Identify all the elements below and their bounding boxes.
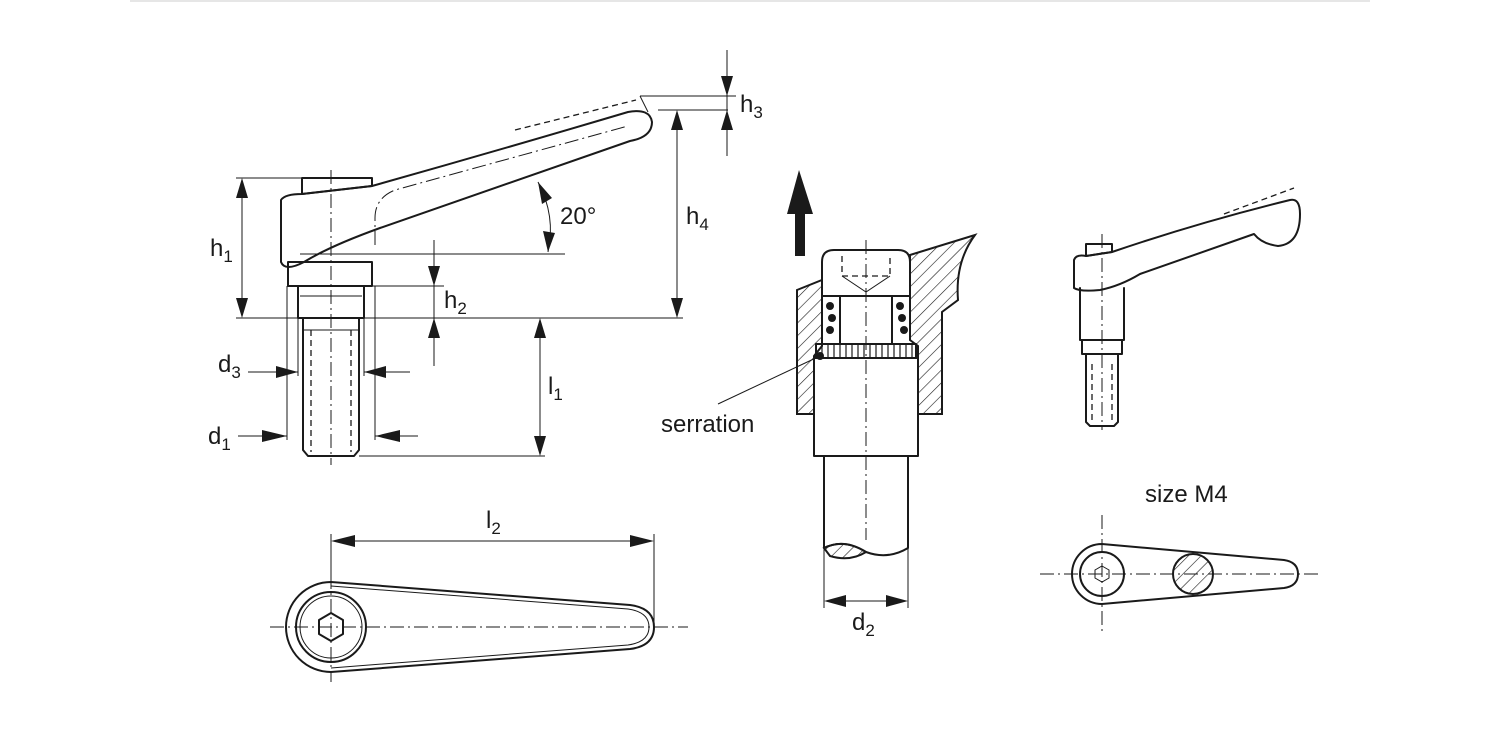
label-d2: d2 <box>852 609 875 640</box>
label-h3: h3 <box>740 91 763 122</box>
label-angle: 20° <box>560 203 596 230</box>
serration-teeth <box>821 344 913 358</box>
label-size: size M4 <box>1145 481 1228 508</box>
label-l2: l2 <box>486 507 501 538</box>
label-d3: d3 <box>218 351 241 382</box>
top-view <box>270 534 688 682</box>
m4-side-view <box>1073 187 1301 430</box>
spring <box>826 302 908 334</box>
label-h2: h2 <box>444 287 467 318</box>
pull-up-arrow <box>787 170 813 256</box>
label-d1: d1 <box>208 423 231 454</box>
label-h1: h1 <box>210 235 233 266</box>
section-view <box>717 170 978 608</box>
label-serration: serration <box>661 411 754 438</box>
label-h4: h4 <box>686 203 709 234</box>
side-view <box>236 50 736 465</box>
m4-top-view <box>1040 515 1320 633</box>
label-l1: l1 <box>548 373 563 404</box>
